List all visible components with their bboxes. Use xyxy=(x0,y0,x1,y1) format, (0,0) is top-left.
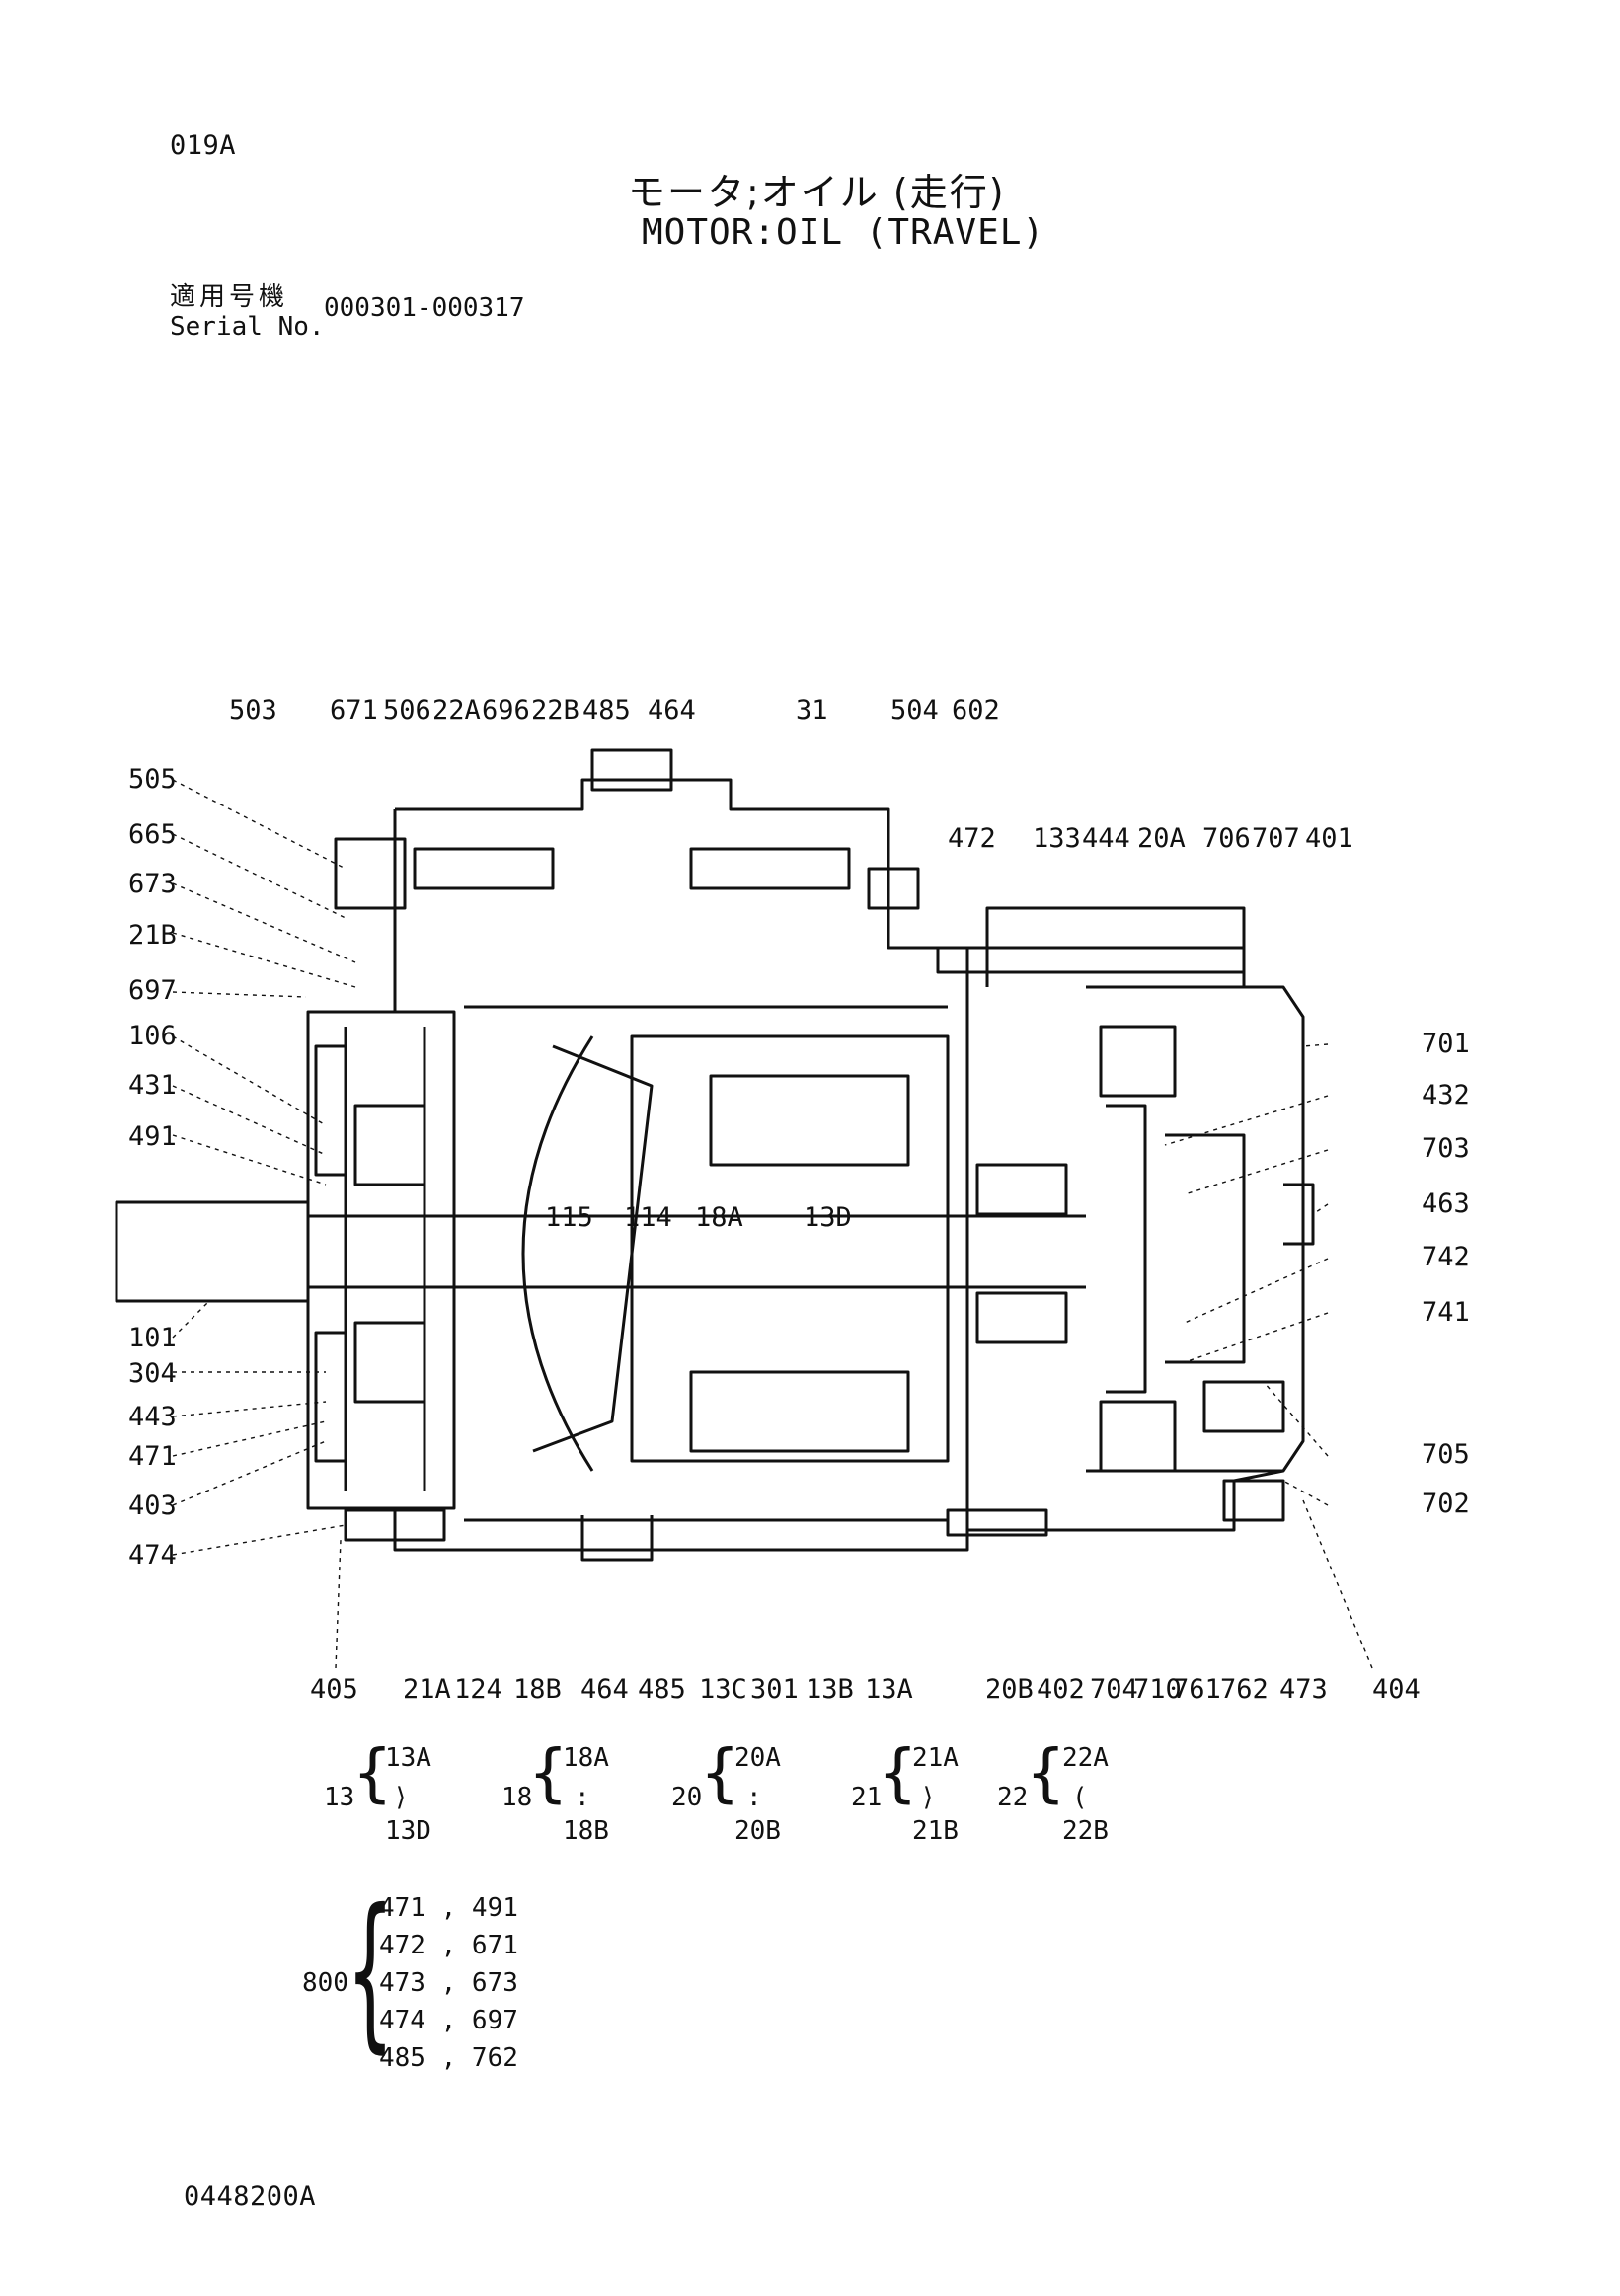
part-label: 702 xyxy=(1422,1489,1470,1519)
part-label: 20A xyxy=(1137,823,1186,854)
part-label: 472 xyxy=(948,823,996,854)
kit-pair: 473 , 673 xyxy=(379,1968,518,1998)
part-label: 20B xyxy=(985,1674,1034,1705)
part-label: 444 xyxy=(1082,823,1130,854)
part-label: 31 xyxy=(796,695,828,726)
part-label: 665 xyxy=(128,819,177,850)
part-label: 471 xyxy=(128,1441,177,1472)
kit-brace: { xyxy=(347,1874,394,2069)
part-label: 124 xyxy=(454,1674,502,1705)
part-label: 13B xyxy=(806,1674,854,1705)
part-label: 703 xyxy=(1422,1133,1470,1164)
part-label: 473 xyxy=(1279,1674,1328,1705)
part-label: 761 xyxy=(1173,1674,1221,1705)
part-label: 304 xyxy=(128,1358,177,1389)
part-label: 13D xyxy=(804,1202,852,1233)
part-label: 704 xyxy=(1090,1674,1138,1705)
part-label: 705 xyxy=(1422,1439,1470,1470)
part-label: 602 xyxy=(952,695,1000,726)
part-label: 762 xyxy=(1220,1674,1269,1705)
part-label: 742 xyxy=(1422,1242,1470,1272)
kit-pair: 471 , 491 xyxy=(379,1893,518,1923)
serial-range: 000301-000317 xyxy=(324,293,525,323)
part-label: 506 xyxy=(383,695,431,726)
part-label: 114 xyxy=(624,1202,672,1233)
kit-pair: 474 , 697 xyxy=(379,2006,518,2035)
part-label: 707 xyxy=(1252,823,1300,854)
part-label: 464 xyxy=(648,695,696,726)
part-label: 432 xyxy=(1422,1080,1470,1110)
part-label: 706 xyxy=(1202,823,1251,854)
part-label: 503 xyxy=(229,695,277,726)
kit-id: 800 xyxy=(302,1968,348,1998)
part-label: 463 xyxy=(1422,1188,1470,1219)
part-label: 431 xyxy=(128,1070,177,1101)
part-label: 701 xyxy=(1422,1029,1470,1059)
part-label: 504 xyxy=(890,695,939,726)
part-label: 18B xyxy=(513,1674,562,1705)
part-label: 696 xyxy=(482,695,530,726)
part-label: 741 xyxy=(1422,1297,1470,1328)
part-label: 21B xyxy=(128,920,177,951)
part-label: 401 xyxy=(1305,823,1353,854)
part-label: 464 xyxy=(580,1674,629,1705)
kit-pair: 485 , 762 xyxy=(379,2043,518,2073)
part-label: 402 xyxy=(1037,1674,1085,1705)
part-label: 133 xyxy=(1033,823,1081,854)
part-label: 22A xyxy=(432,695,481,726)
part-label: 101 xyxy=(128,1323,177,1353)
page-code: 019A xyxy=(170,130,237,161)
part-label: 301 xyxy=(750,1674,799,1705)
part-label: 115 xyxy=(545,1202,593,1233)
part-label: 22B xyxy=(531,695,579,726)
part-label: 403 xyxy=(128,1491,177,1521)
part-label: 21A xyxy=(403,1674,451,1705)
document-number: 0448200A xyxy=(184,2181,317,2212)
part-label: 485 xyxy=(638,1674,686,1705)
part-label: 671 xyxy=(330,695,378,726)
part-label: 106 xyxy=(128,1021,177,1051)
part-label: 404 xyxy=(1372,1674,1421,1705)
serial-label-en: Serial No. xyxy=(170,312,325,342)
part-label: 485 xyxy=(582,695,631,726)
part-label: 405 xyxy=(310,1674,358,1705)
part-label: 710 xyxy=(1133,1674,1182,1705)
serial-label-jp: 適用号機 xyxy=(170,282,289,312)
part-label: 505 xyxy=(128,764,177,795)
part-label: 474 xyxy=(128,1540,177,1570)
part-label: 18A xyxy=(695,1202,743,1233)
part-label: 697 xyxy=(128,975,177,1006)
kit-pair: 472 , 671 xyxy=(379,1931,518,1960)
part-label: 13A xyxy=(865,1674,913,1705)
title-japanese: モータ;オイル (走行) xyxy=(628,171,1006,214)
title-english: MOTOR:OIL (TRAVEL) xyxy=(642,212,1045,253)
part-label: 673 xyxy=(128,869,177,899)
part-label: 443 xyxy=(128,1402,177,1432)
part-label: 13C xyxy=(699,1674,747,1705)
part-label: 491 xyxy=(128,1121,177,1152)
